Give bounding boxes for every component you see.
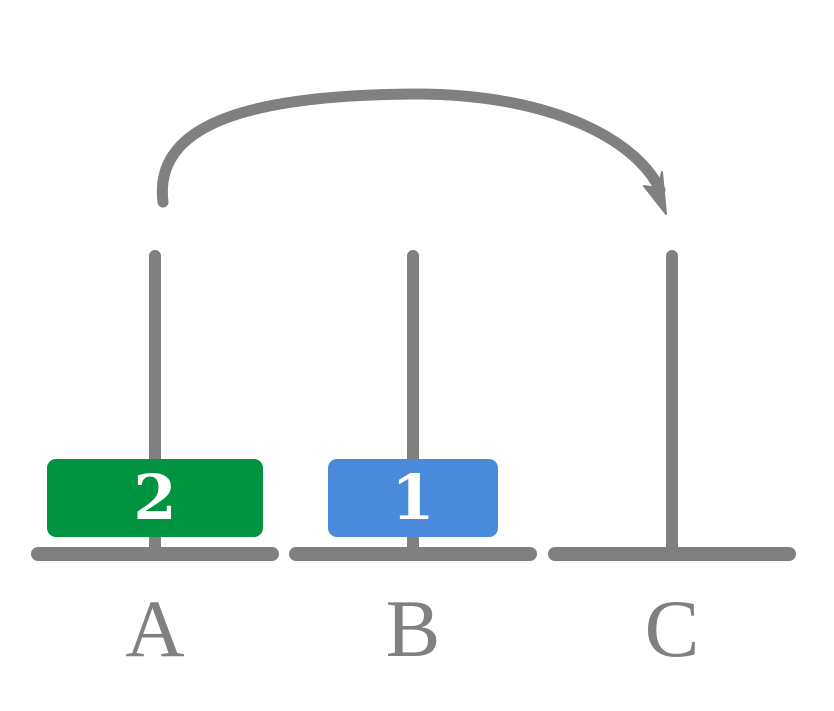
move-arrow-curve	[156, 88, 666, 208]
peg-labels: A B C	[125, 583, 699, 674]
peg-label-b: B	[386, 583, 441, 674]
disk-1: 1	[328, 459, 498, 537]
disk-2: 2	[47, 459, 263, 537]
disk-2-body	[47, 459, 263, 537]
move-arrow-head	[643, 171, 667, 215]
disk-1-label: 1	[391, 461, 434, 534]
move-arrow	[156, 88, 667, 215]
peg-label-c: C	[645, 583, 700, 674]
peg-label-a: A	[125, 583, 184, 674]
disk-1-body	[328, 459, 498, 537]
disk-2-label: 2	[133, 461, 176, 534]
